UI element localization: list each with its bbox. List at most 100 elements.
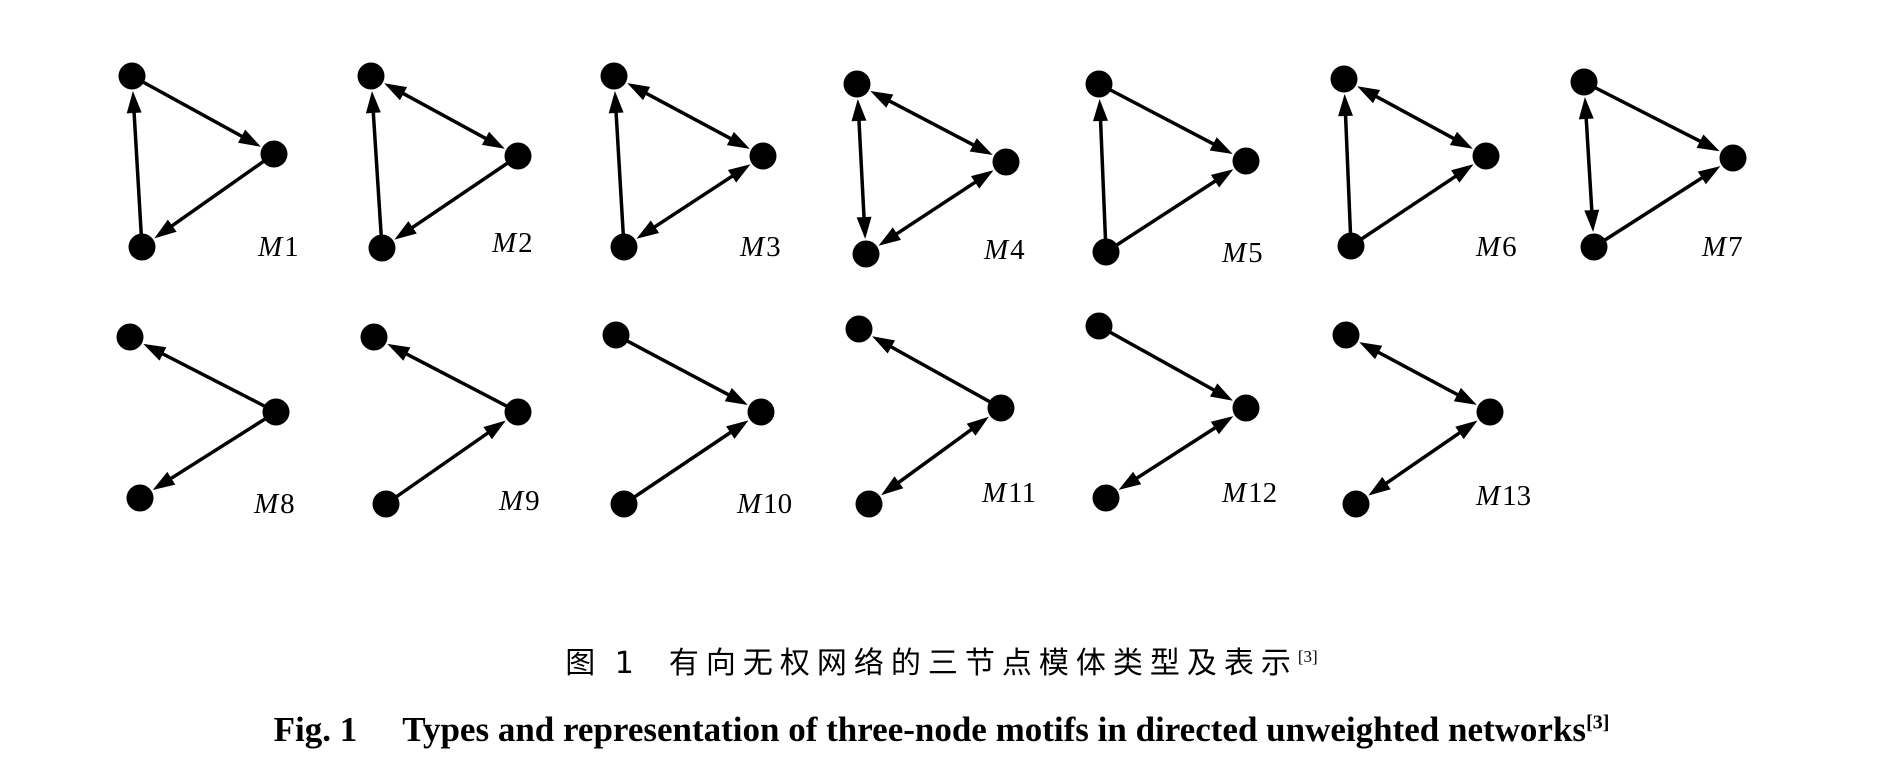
edge-line: [1343, 113, 1353, 247]
node-top: [600, 62, 628, 90]
arrowhead: [1118, 471, 1142, 490]
motif-m9: M9: [360, 323, 540, 518]
edge-line: [371, 110, 384, 249]
node-top: [1085, 312, 1113, 340]
arrowhead: [1368, 476, 1391, 496]
node-top: [118, 62, 146, 90]
arrowhead: [966, 416, 989, 436]
bidirectional-edge: [870, 91, 993, 155]
directed-edge: [1098, 82, 1233, 154]
node-bottom: [1342, 490, 1370, 518]
figure-caption-en: Fig. 1 Types and representation of three-…: [0, 708, 1883, 752]
motif-label-number: 5: [1248, 237, 1263, 269]
motif-label: M7: [1701, 231, 1743, 263]
arrowhead: [1210, 416, 1234, 435]
edge-line: [857, 118, 866, 220]
node-top: [1330, 65, 1358, 93]
bidirectional-edge: [851, 99, 872, 239]
node-top: [1570, 68, 1598, 96]
node-bottom: [368, 234, 396, 262]
directed-edge: [872, 336, 1002, 410]
motif-label-letter: M: [491, 227, 518, 259]
directed-edge: [623, 420, 749, 506]
motif-label-number: 6: [1502, 231, 1517, 263]
motif-label-letter: M: [257, 231, 284, 263]
node-top: [360, 323, 388, 351]
node-right: [1476, 398, 1504, 426]
edge-line: [410, 154, 519, 230]
arrowhead: [1584, 209, 1600, 232]
edge-line: [131, 74, 245, 139]
motif-label-letter: M: [253, 488, 280, 520]
directed-edge: [131, 74, 261, 147]
arrowhead: [878, 227, 901, 246]
motif-m11: M11: [845, 315, 1036, 518]
arrowhead: [1338, 94, 1353, 117]
arrowhead: [856, 216, 872, 239]
arrowhead: [126, 91, 142, 114]
motif-m8: M8: [116, 323, 295, 520]
motif-label-letter: M: [739, 231, 766, 263]
arrowhead: [1697, 166, 1721, 185]
node-right: [1472, 142, 1500, 170]
motif-m1: M1: [118, 62, 299, 263]
motif-label-number: 11: [1008, 477, 1036, 509]
caption-title-en: Types and representation of three-node m…: [402, 710, 1587, 749]
node-right: [992, 148, 1020, 176]
arrowhead: [1093, 99, 1108, 122]
arrowhead: [154, 219, 177, 239]
motif-m13: M13: [1332, 321, 1531, 518]
arrowhead: [726, 131, 750, 149]
motif-m12: M12: [1085, 312, 1277, 512]
edge-line: [887, 98, 976, 148]
directed-edge: [1105, 169, 1234, 254]
directed-edge: [1098, 324, 1233, 401]
arrowhead: [365, 91, 381, 114]
node-bottom: [610, 490, 638, 518]
motif-label-letter: M: [1221, 477, 1248, 509]
arrowhead: [1210, 383, 1233, 401]
edge-line: [168, 410, 277, 481]
directed-edge: [1350, 164, 1474, 248]
bidirectional-edge: [1118, 416, 1234, 490]
node-right: [504, 142, 532, 170]
directed-edge: [365, 91, 384, 249]
motif-label: M12: [1221, 477, 1277, 509]
arrowhead: [1210, 169, 1234, 188]
directed-edge: [1593, 166, 1721, 249]
node-top: [602, 321, 630, 349]
edge-line: [1350, 173, 1458, 248]
arrowhead: [1449, 131, 1473, 149]
edge-line: [1098, 118, 1108, 253]
arrowhead: [1453, 387, 1477, 405]
directed-edge: [615, 333, 748, 405]
motif-label: M8: [253, 488, 295, 520]
motif-label: M11: [981, 477, 1036, 509]
edge-line: [643, 91, 734, 141]
node-bottom: [1092, 484, 1120, 512]
bidirectional-edge: [636, 164, 751, 239]
motif-label-number: 10: [763, 488, 792, 520]
arrowhead: [387, 343, 411, 361]
node-bottom: [1337, 232, 1365, 260]
reference-superscript-en: [3]: [1586, 711, 1610, 734]
motif-label-letter: M: [981, 477, 1008, 509]
motif-label-number: 9: [525, 485, 540, 517]
motif-m4: M4: [843, 70, 1025, 268]
motif-label-letter: M: [1701, 231, 1728, 263]
figure-number-en: Fig. 1: [273, 710, 358, 749]
node-top: [843, 70, 871, 98]
arrowhead: [1209, 137, 1233, 154]
directed-edge: [1093, 99, 1108, 253]
directed-edge: [608, 91, 626, 248]
directed-edge: [387, 343, 519, 414]
edge-line: [1105, 178, 1218, 254]
arrowhead: [726, 420, 749, 439]
arrowhead: [1357, 86, 1381, 104]
edge-line: [132, 110, 144, 248]
arrowhead: [384, 83, 408, 101]
motif-label: M1: [257, 231, 299, 263]
motif-label-number: 7: [1728, 231, 1743, 263]
arrowhead: [1455, 420, 1478, 440]
